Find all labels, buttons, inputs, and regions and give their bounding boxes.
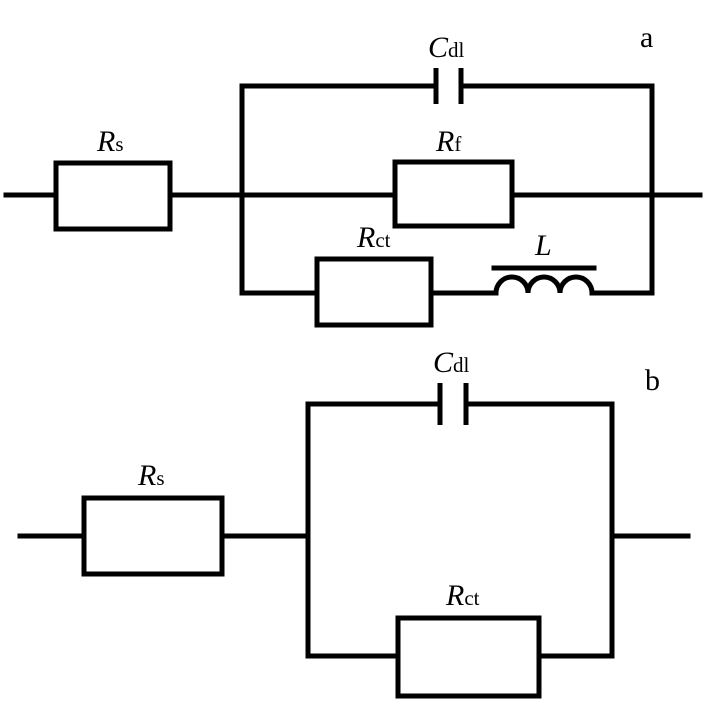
capacitor-cdl-a xyxy=(433,68,464,104)
resistor-rct-b xyxy=(395,615,542,699)
label-cdl-b: Cdl xyxy=(433,346,470,379)
label-rs-a: Rs xyxy=(96,125,124,158)
circuit-b-wires xyxy=(17,401,691,659)
label-rf-a: Rf xyxy=(435,125,461,158)
label-rct-a: Rct xyxy=(356,221,391,254)
resistor-rct-a xyxy=(314,256,434,328)
circuit-a-wires xyxy=(3,83,703,296)
resistor-rs-a xyxy=(53,160,173,232)
label-l-a: L xyxy=(534,229,552,262)
circuit-b: Rs Cdl Rct b xyxy=(17,346,691,699)
label-cdl-a: Cdl xyxy=(428,31,465,64)
label-rs-b: Rs xyxy=(137,459,165,492)
capacitor-cdl-b xyxy=(437,383,469,425)
inductor-l-a xyxy=(491,265,597,296)
circuit-a: Rs Cdl Rf Rct L a xyxy=(3,21,703,328)
panel-label-b: b xyxy=(645,364,660,397)
label-rct-b: Rct xyxy=(445,579,480,612)
resistor-rs-b xyxy=(81,495,225,577)
panel-label-a: a xyxy=(640,21,653,54)
resistor-rf-a xyxy=(392,159,515,229)
